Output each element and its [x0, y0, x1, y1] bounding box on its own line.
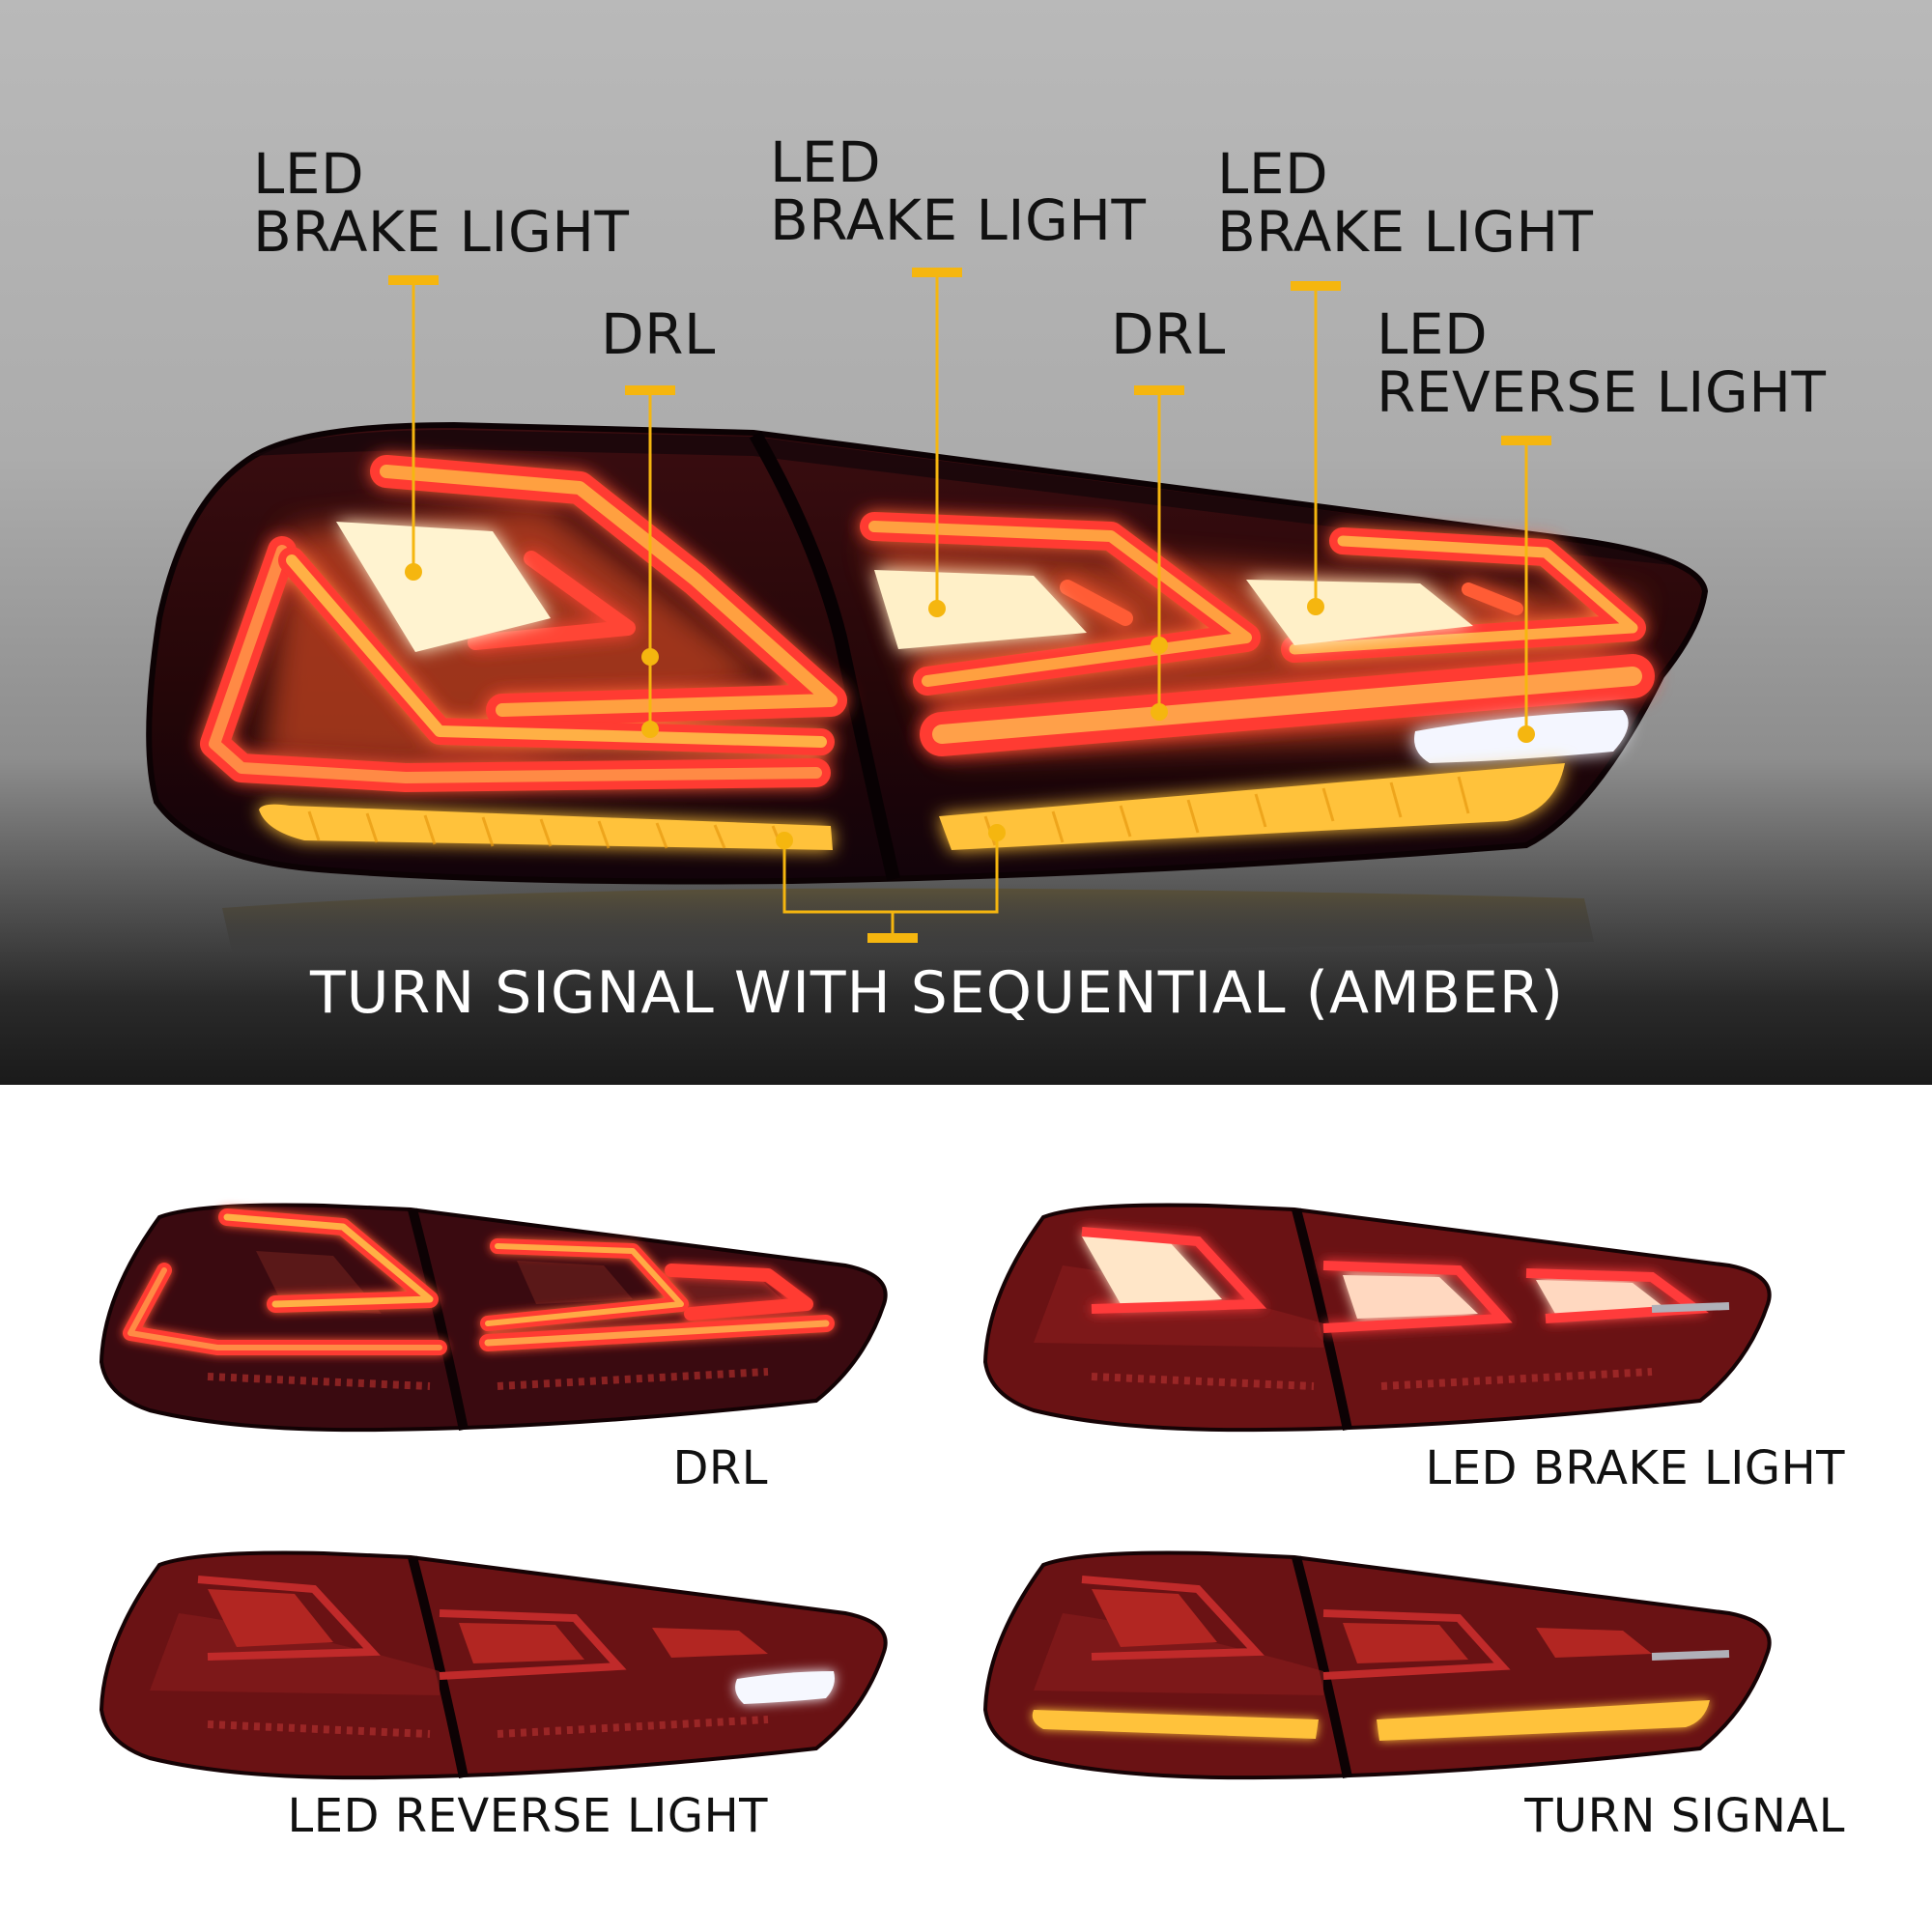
panel-drl-illustration	[99, 1203, 888, 1433]
panel-turn-strip-right	[1377, 1700, 1710, 1741]
housing-upper-band	[253, 430, 1671, 565]
turn-signal-caption: TURN SIGNAL WITH SEQUENTIAL (AMBER)	[310, 959, 1564, 1027]
callout-brake-right-line1: LED	[1217, 141, 1329, 207]
panel-turn-illustration	[982, 1550, 1772, 1780]
callout-reverse-line2: REVERSE LIGHT	[1377, 359, 1827, 425]
hero-section: LED BRAKE LIGHT LED BRAKE LIGHT LED BRAK…	[0, 0, 1932, 1085]
callout-brake-right-line2: BRAKE LIGHT	[1217, 199, 1594, 265]
callout-reverse-line1: LED	[1377, 301, 1489, 367]
panel-brake-caption: LED BRAKE LIGHT	[1425, 1441, 1845, 1495]
left-brake-lens	[336, 522, 551, 652]
callout-brake-left-line2: BRAKE LIGHT	[253, 199, 630, 265]
panel-turn: TURN SIGNAL	[976, 1536, 1845, 1884]
callout-dots	[405, 563, 1535, 849]
panel-brake: LED BRAKE LIGHT	[976, 1188, 1845, 1536]
callout-accent-bars	[388, 268, 1551, 943]
panel-reverse-illustration	[99, 1550, 888, 1780]
floor-reflection	[222, 888, 1594, 953]
callout-brake-center-line2: BRAKE LIGHT	[770, 187, 1147, 253]
turn-signal-strips	[259, 763, 1565, 850]
panel-reverse-lens	[735, 1671, 835, 1704]
center-brake-lens	[874, 570, 1087, 649]
callout-brake-center: LED BRAKE LIGHT	[770, 133, 1146, 249]
panel-reverse-caption: LED REVERSE LIGHT	[287, 1789, 768, 1843]
panel-brake-illustration	[982, 1203, 1772, 1433]
callout-reverse: LED REVERSE LIGHT	[1377, 305, 1826, 421]
callout-drl-right: DRL	[1111, 301, 1226, 367]
callout-brake-left-line1: LED	[253, 141, 365, 207]
panel-drl-caption: DRL	[672, 1441, 768, 1495]
panel-turn-caption: TURN SIGNAL	[1524, 1789, 1845, 1843]
callout-drl-left: DRL	[601, 301, 716, 367]
panel-turn-strip-left	[1032, 1710, 1319, 1739]
turn-signal-texture	[307, 776, 1470, 850]
panel-drl: DRL	[92, 1188, 961, 1536]
left-drl-strips	[200, 455, 847, 792]
panel-reverse: LED REVERSE LIGHT	[92, 1536, 961, 1884]
callout-brake-right: LED BRAKE LIGHT	[1217, 145, 1593, 261]
right-drl-strips	[860, 512, 1655, 756]
right-brake-lens	[1246, 580, 1473, 645]
callout-brake-left: LED BRAKE LIGHT	[253, 145, 629, 261]
callout-leaders	[412, 272, 1528, 937]
housing-seam	[749, 431, 900, 881]
callout-brake-center-line1: LED	[770, 129, 882, 195]
hero-tail-light-illustration	[146, 268, 1709, 953]
